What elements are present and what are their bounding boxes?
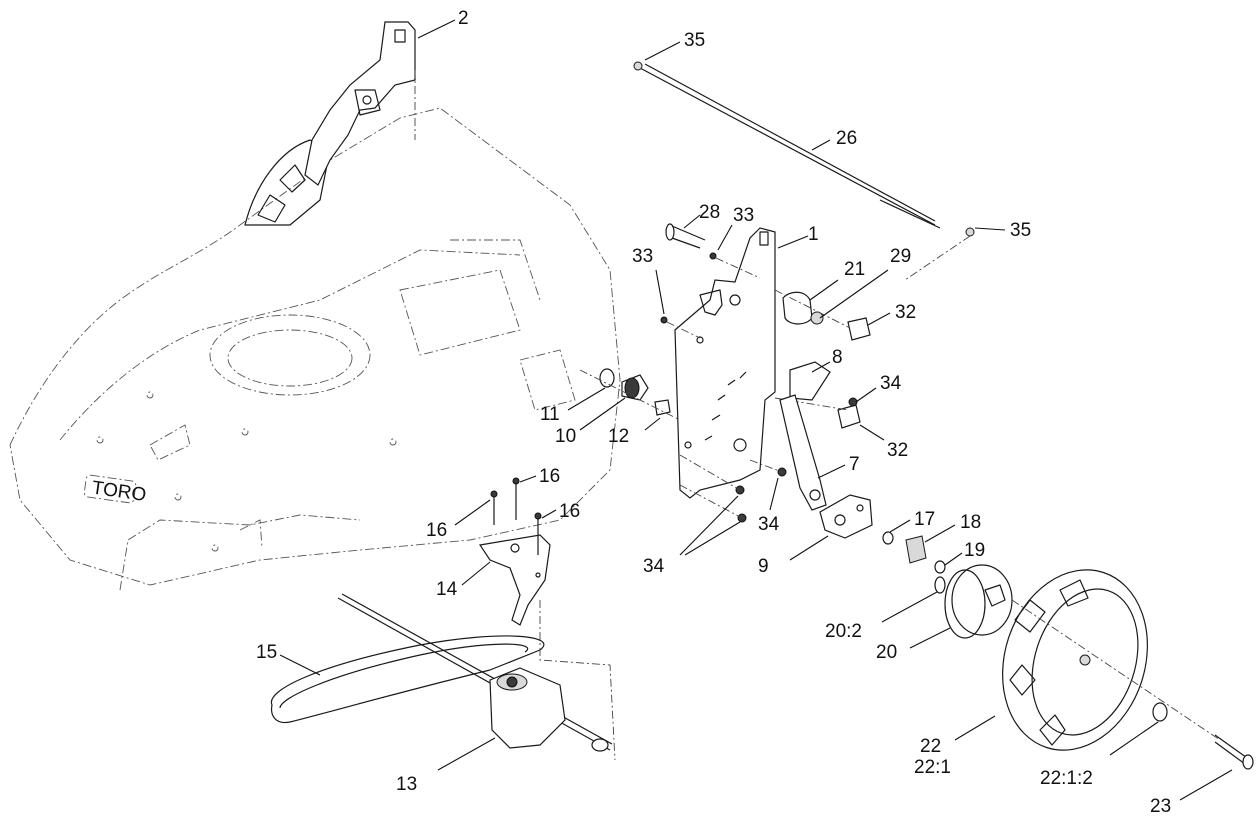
callout-22-1: 22:1: [914, 757, 951, 778]
callout-11: 11: [540, 404, 560, 425]
callout-12: 12: [608, 426, 629, 447]
callout-8: 8: [832, 347, 843, 368]
callout-9: 9: [758, 556, 769, 577]
spacer-and-knobs: [774, 289, 871, 429]
callout-17: 17: [914, 509, 935, 530]
callout-1: 1: [808, 224, 819, 245]
callout-22: 22: [920, 736, 941, 757]
front-wheel: [1002, 569, 1168, 751]
callout-16-right-upper: 16: [539, 466, 560, 487]
lower-bolts: [679, 454, 787, 523]
height-rod: [633, 61, 975, 237]
height-lever: [779, 361, 831, 511]
wheel-bolt: [1214, 734, 1254, 770]
callout-20: 20: [876, 642, 897, 663]
deck-logo: TORO: [91, 478, 148, 506]
callout-35-right: 35: [1010, 220, 1031, 241]
callout-labels: 2 35 26 35 28 33 1 33 21 29 32 8 34 11 1…: [256, 8, 1171, 817]
callout-32-lower: 32: [887, 440, 908, 461]
callout-33-upper: 33: [733, 205, 754, 226]
callout-15: 15: [256, 642, 277, 663]
callout-34-right: 34: [880, 373, 902, 394]
callout-2: 2: [458, 8, 469, 29]
height-adjust-plate: [674, 227, 776, 499]
callout-26: 26: [836, 128, 857, 149]
screw: [660, 252, 761, 339]
callout-16-left: 16: [426, 520, 447, 541]
clevis-pin: [665, 223, 706, 249]
callout-10: 10: [555, 426, 576, 447]
callout-16-right-lower: 16: [559, 501, 580, 522]
pivot-bracket: [819, 494, 873, 539]
callout-34-middle: 34: [758, 514, 780, 535]
callout-34-bottom: 34: [643, 556, 665, 577]
cable-bracket: [478, 477, 551, 626]
gearbox: [337, 593, 616, 761]
callout-18: 18: [960, 512, 981, 533]
callout-22-1-2: 22:1:2: [1040, 768, 1093, 789]
callout-13: 13: [396, 774, 417, 795]
drive-belt: [270, 635, 545, 724]
callout-21: 21: [844, 259, 865, 280]
callout-35-top: 35: [684, 30, 705, 51]
wheel-hub: [944, 564, 1013, 639]
callout-20-2: 20:2: [825, 621, 862, 642]
callout-14: 14: [436, 579, 458, 600]
callout-7: 7: [849, 454, 860, 475]
height-bracket-left: [304, 21, 416, 186]
callout-32-upper: 32: [895, 302, 916, 323]
callout-29: 29: [890, 246, 911, 267]
wheel-drive-parts: [882, 531, 946, 594]
callout-23: 23: [1150, 796, 1171, 817]
axle-bushings: [579, 368, 681, 421]
callout-33-left: 33: [632, 246, 653, 267]
callout-19: 19: [964, 540, 985, 561]
callout-28: 28: [699, 202, 720, 223]
